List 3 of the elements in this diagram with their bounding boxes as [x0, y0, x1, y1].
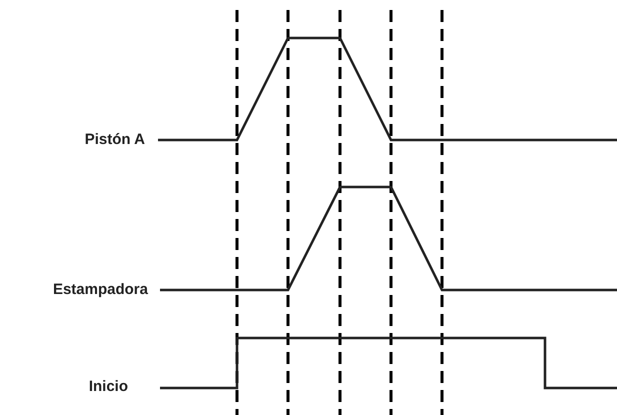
signal-label: Inicio: [88, 377, 128, 397]
signal-label: Estampadora: [52, 280, 148, 300]
signal-label: Pistón A: [84, 130, 145, 150]
